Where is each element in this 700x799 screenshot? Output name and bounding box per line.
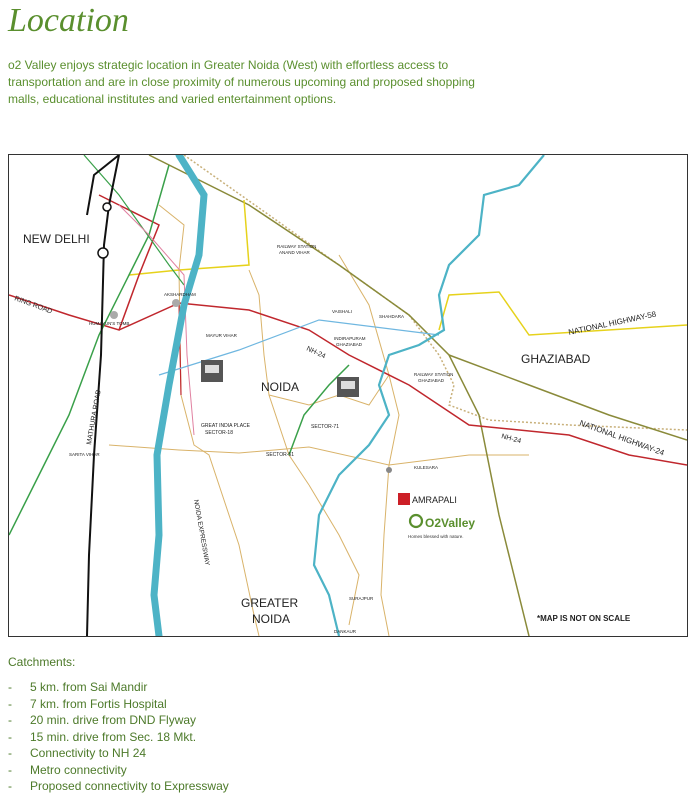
label-new-delhi: NEW DELHI [23, 232, 90, 246]
catchment-text: Metro connectivity [30, 762, 127, 777]
railway-line [86, 155, 120, 636]
list-item: -Metro connectivity [8, 762, 127, 777]
yellow-road-west [128, 199, 250, 276]
pink-road [118, 204, 195, 436]
label-greater: GREATER [241, 596, 298, 610]
list-item: -7 km. from Fortis Hospital [8, 696, 167, 711]
ring-road [9, 194, 160, 331]
label-noida: NOIDA [261, 380, 299, 394]
label-national-highway-24: NATIONAL HIGHWAY-24 [578, 418, 666, 457]
label-sector-51: SECTOR-51 [266, 452, 294, 458]
metro-icon-ghaziabad [337, 377, 359, 397]
blue-metro [158, 319, 440, 376]
label-shahdara: SHAHDARA [379, 314, 404, 319]
label-vaishali: VAISHALI [332, 309, 352, 314]
label-rs-anand-vihar-1: RAILWAY STATION [277, 244, 316, 249]
label-kulesara: KULESARA [414, 465, 438, 470]
metro-icon-noida [201, 360, 223, 382]
catchments-list: -5 km. from Sai Mandir -7 km. from Forti… [8, 679, 229, 795]
catchment-text: Proposed connectivity to Expressway [30, 779, 229, 793]
olive-highway [148, 155, 530, 636]
brand-name: O2Valley [425, 516, 475, 530]
list-item: -5 km. from Sai Mandir [8, 680, 148, 694]
label-akshardham: AKSHARDHAM [164, 292, 196, 297]
label-rs-ghaziabad-1: RAILWAY STATION [414, 372, 453, 377]
list-item: -15 min. drive from Sec. 18 Mkt. [8, 729, 197, 744]
map-scale-note: *MAP IS NOT ON SCALE [537, 614, 631, 623]
label-ring-road: RING ROAD [13, 295, 53, 315]
label-national-highway-58: NATIONAL HIGHWAY-58 [568, 309, 658, 337]
location-map: NEW DELHI NOIDA GHAZIABAD GREATER NOIDA … [8, 154, 688, 637]
label-noida-2: NOIDA [252, 612, 290, 626]
list-item: -20 min. drive from DND Flyway [8, 713, 197, 727]
o2valley-logo: O2Valley Homes blessed with nature. [408, 513, 475, 539]
yamuna-river [150, 155, 208, 636]
humayuns-tomb-dot [110, 311, 118, 319]
intro-paragraph: o2 Valley enjoys strategic location in G… [8, 58, 475, 106]
label-humayuns-tomb: HUMAYUN'S TOMB [89, 321, 129, 326]
label-noida-expressway: NOIDA EXPRESSWAY [192, 499, 211, 567]
label-ghaziabad: GHAZIABAD [521, 352, 591, 366]
label-sector-71: SECTOR-71 [311, 424, 339, 430]
akshardham-station-dot [172, 299, 180, 307]
nh24-road [118, 302, 687, 466]
olive-highway-east [448, 354, 687, 441]
label-dankaur: DANKAUR [334, 629, 357, 634]
label-mathura-road: MATHURA ROAD [86, 389, 103, 445]
brand-tagline: Homes blessed with nature. [408, 534, 464, 539]
amrapali-marker [398, 493, 410, 505]
label-nh24-east: NH-24 [500, 433, 521, 445]
nh58-road [438, 291, 687, 336]
rail-track-dotted [183, 155, 687, 431]
label-sarita-vihar: SARITA VIHAR [69, 452, 100, 457]
list-item: -Proposed connectivity to Expressway [8, 779, 229, 793]
hindon-river [312, 155, 545, 636]
catchment-text: 7 km. from Fortis Hospital [30, 696, 167, 711]
list-item: -Connectivity to NH 24 [8, 746, 147, 760]
label-indirapuram-2: GHAZIABAD [336, 342, 363, 347]
label-rs-anand-vihar-2: ANAND VIHAR [279, 250, 311, 255]
label-mayur-vihar: MAYUR VIHAR [206, 333, 238, 338]
catchment-text: 5 km. from Sai Mandir [30, 680, 148, 694]
green-line-noida [288, 364, 350, 456]
label-gip-1: GREAT INDIA PLACE [201, 423, 251, 429]
label-nh24-noida: NH-24 [305, 345, 326, 360]
label-gip-2: SECTOR-18 [205, 430, 233, 436]
catchment-text: Connectivity to NH 24 [30, 746, 147, 760]
catchments-title: Catchments: [8, 655, 76, 669]
label-surajpur: SURAJPUR [349, 596, 374, 601]
junction-dot [386, 467, 392, 473]
label-amrapali: AMRAPALI [412, 495, 457, 505]
green-line-west [9, 164, 170, 536]
label-rs-ghaziabad-2: GHAZIABAD [418, 378, 445, 383]
page-title: Location [8, 2, 129, 39]
map-canvas: NEW DELHI NOIDA GHAZIABAD GREATER NOIDA … [9, 155, 687, 636]
catchment-text: 20 min. drive from DND Flyway [30, 713, 197, 727]
label-indirapuram-1: INDIRAPURAM [334, 336, 366, 341]
catchment-text: 15 min. drive from Sec. 18 Mkt. [30, 729, 197, 744]
